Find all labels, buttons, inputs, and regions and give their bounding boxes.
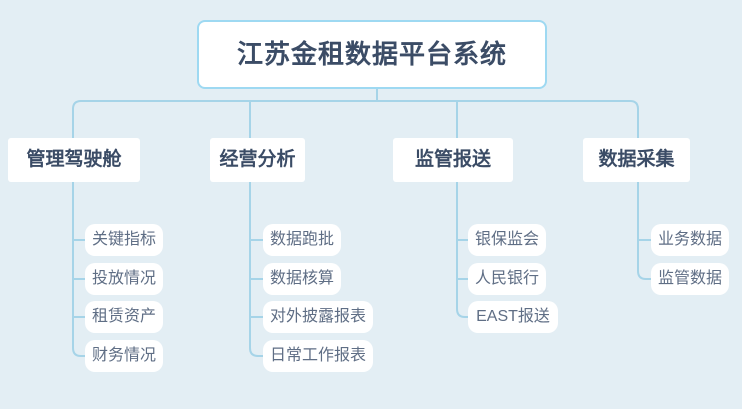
branch-node-management-cockpit[interactable]: 管理驾驶舱: [8, 138, 140, 182]
child-node-data-accounting[interactable]: 数据核算: [263, 263, 341, 295]
child-node-regulatory-data[interactable]: 监管数据: [651, 263, 729, 295]
child-node-leasing-assets[interactable]: 租赁资产: [85, 301, 163, 333]
child-node-external-disclosure-reports[interactable]: 对外披露报表: [263, 301, 373, 333]
trunk-branch-4: [637, 108, 652, 280]
branch-node-regulatory-reporting[interactable]: 监管报送: [393, 138, 513, 182]
child-node-business-data[interactable]: 业务数据: [651, 224, 729, 256]
trunk-branch-1: [72, 108, 86, 357]
child-node-key-indicators[interactable]: 关键指标: [85, 224, 163, 256]
child-node-lending-status[interactable]: 投放情况: [85, 263, 163, 295]
trunk-branch-2: [249, 100, 264, 357]
branch-node-business-analysis[interactable]: 经营分析: [210, 138, 305, 182]
trunk-branch-3: [456, 100, 469, 318]
branch-node-data-collection[interactable]: 数据采集: [583, 138, 690, 182]
child-node-east-reporting[interactable]: EAST报送: [468, 301, 558, 333]
child-node-data-batch[interactable]: 数据跑批: [263, 224, 341, 256]
child-node-financial-status[interactable]: 财务情况: [85, 340, 163, 372]
root-node-platform-title[interactable]: 江苏金租数据平台系统: [197, 20, 547, 89]
child-node-cbirc[interactable]: 银保监会: [468, 224, 546, 256]
rail-line: [72, 100, 639, 113]
child-node-daily-work-reports[interactable]: 日常工作报表: [263, 340, 373, 372]
child-node-pboc[interactable]: 人民银行: [468, 263, 546, 295]
